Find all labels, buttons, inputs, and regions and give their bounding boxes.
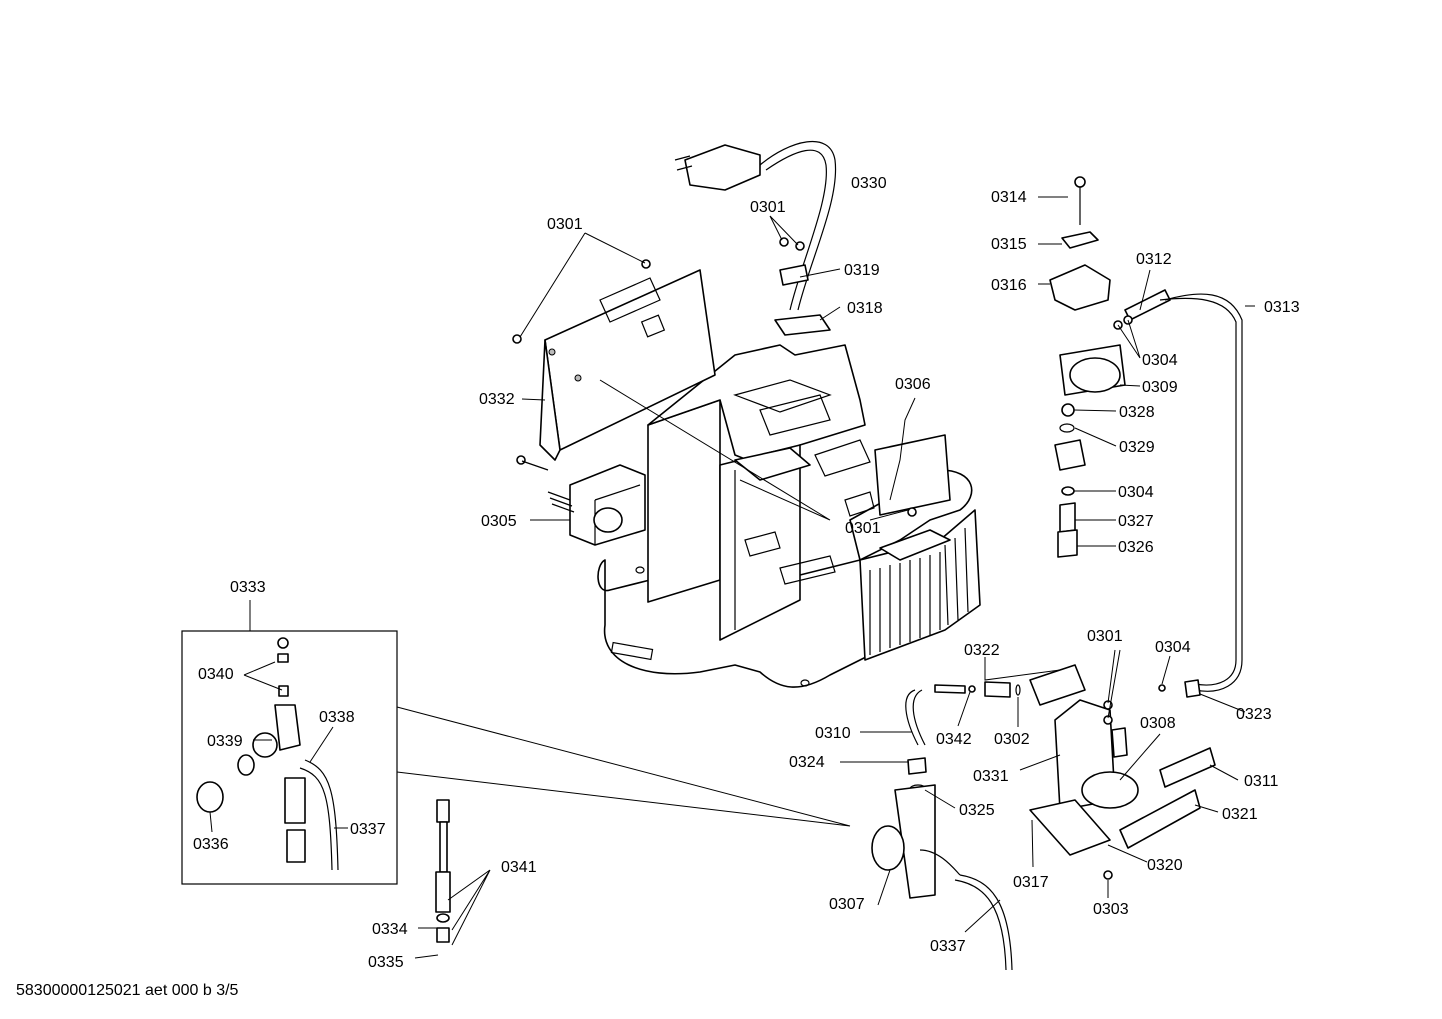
- label-0341: 0341: [501, 859, 537, 876]
- drawing-reference-code: 58300000125021 aet 000 b 3/5: [16, 982, 239, 999]
- label-0338: 0338: [319, 709, 355, 726]
- label-0301: 0301: [750, 199, 786, 216]
- label-0321: 0321: [1222, 806, 1258, 823]
- transformer-drawing: [547, 464, 646, 546]
- label-0331: 0331: [973, 768, 1009, 785]
- label-0303: 0303: [1093, 901, 1129, 918]
- label-0310: 0310: [815, 725, 851, 742]
- label-0326: 0326: [1118, 539, 1154, 556]
- label-0301: 0301: [1087, 628, 1123, 645]
- main-frame-drawing: [647, 344, 951, 641]
- drain-valve-kit-drawing: [181, 630, 451, 943]
- label-0325: 0325: [959, 802, 995, 819]
- label-0320: 0320: [1147, 857, 1183, 874]
- label-0304: 0304: [1155, 639, 1191, 656]
- label-0334: 0334: [372, 921, 408, 938]
- thermostat-stack-drawing: [1049, 176, 1171, 558]
- label-0307: 0307: [829, 896, 865, 913]
- label-0327: 0327: [1118, 513, 1154, 530]
- part-labels: 0301 0301 0301 0301 0302 0303 0304 0304 …: [193, 175, 1300, 971]
- label-0337: 0337: [930, 938, 966, 955]
- label-0302: 0302: [994, 731, 1030, 748]
- label-0309: 0309: [1142, 379, 1178, 396]
- label-0318: 0318: [847, 300, 883, 317]
- label-0322: 0322: [964, 642, 1000, 659]
- label-0312: 0312: [1136, 251, 1172, 268]
- hose-drawing: [1158, 293, 1243, 698]
- label-0301: 0301: [845, 520, 881, 537]
- label-0319: 0319: [844, 262, 880, 279]
- tube-parts-drawing: [871, 681, 1021, 971]
- label-0304: 0304: [1118, 484, 1154, 501]
- label-0317: 0317: [1013, 874, 1049, 891]
- label-0335: 0335: [368, 954, 404, 971]
- label-0306: 0306: [895, 376, 931, 393]
- label-0339: 0339: [207, 733, 243, 750]
- label-0313: 0313: [1264, 299, 1300, 316]
- label-0337: 0337: [350, 821, 386, 838]
- label-0336: 0336: [193, 836, 229, 853]
- label-0333: 0333: [230, 579, 266, 596]
- label-0304: 0304: [1142, 352, 1178, 369]
- pump-assembly-drawing: [1029, 664, 1216, 880]
- label-0311: 0311: [1244, 773, 1279, 790]
- label-0342: 0342: [936, 731, 972, 748]
- label-0329: 0329: [1119, 439, 1155, 456]
- label-0323: 0323: [1236, 706, 1272, 723]
- label-0328: 0328: [1119, 404, 1155, 421]
- leader-lines: [209, 196, 1255, 959]
- heater-block-drawing: [859, 507, 981, 661]
- label-0314: 0314: [991, 189, 1027, 206]
- electronics-board-drawing: [512, 259, 716, 471]
- label-0330: 0330: [851, 175, 887, 192]
- label-0324: 0324: [789, 754, 825, 771]
- label-0308: 0308: [1140, 715, 1176, 732]
- label-0332: 0332: [479, 391, 515, 408]
- label-0316: 0316: [991, 277, 1027, 294]
- label-0305: 0305: [481, 513, 517, 530]
- label-0340: 0340: [198, 666, 234, 683]
- label-0315: 0315: [991, 236, 1027, 253]
- label-0301: 0301: [547, 216, 583, 233]
